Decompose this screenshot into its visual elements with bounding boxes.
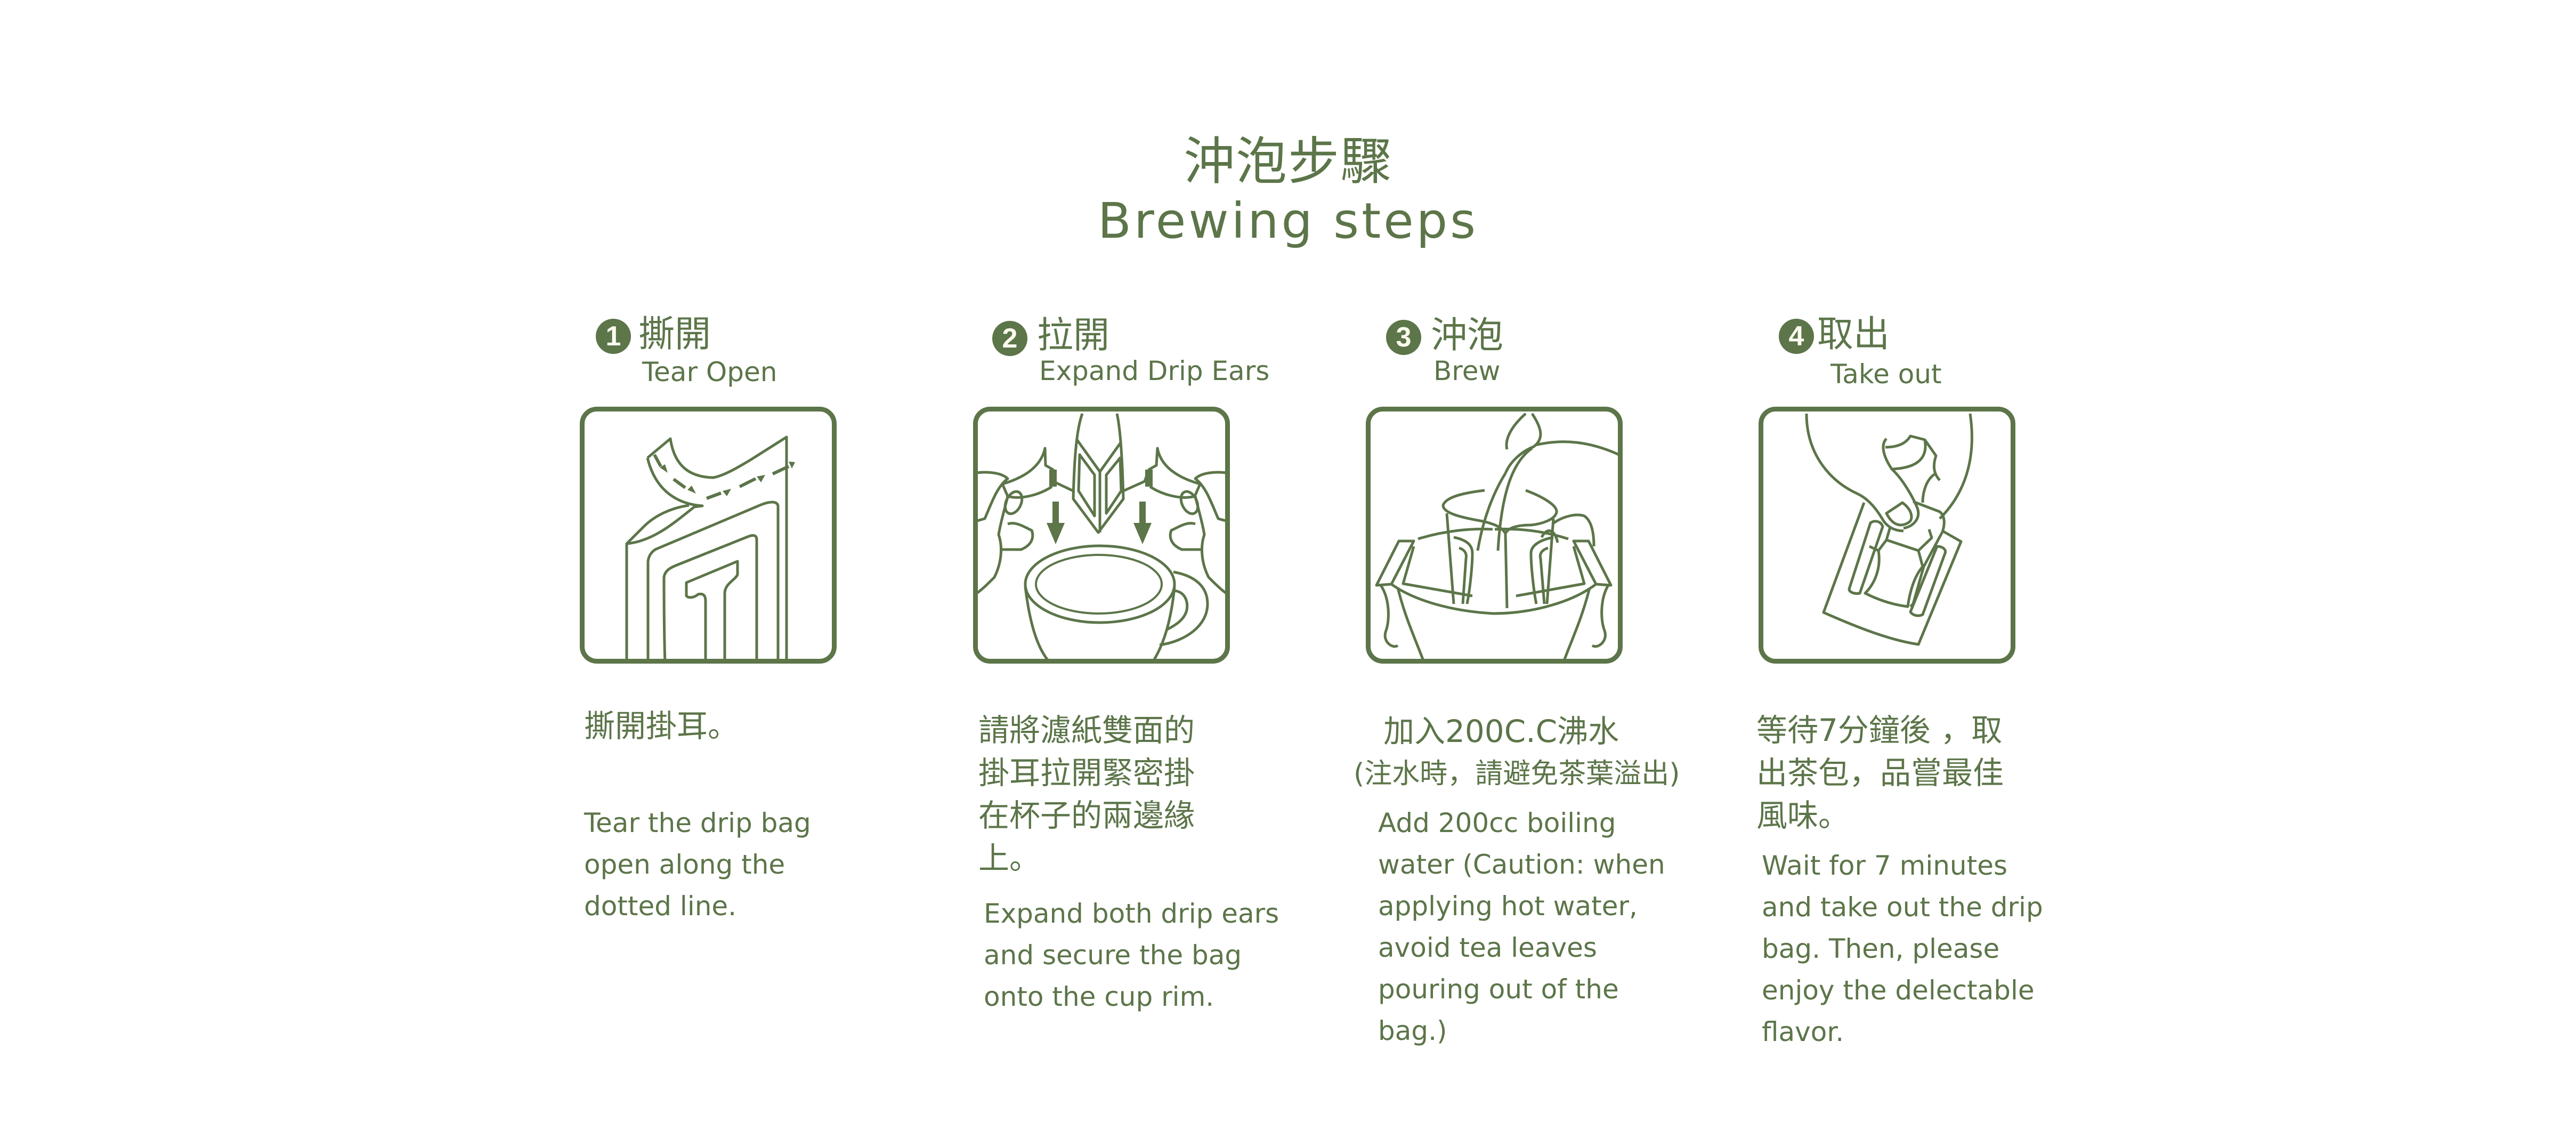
take-out-drip-bag-icon: [1759, 407, 2015, 664]
step-title-zh: 撕開: [638, 313, 711, 356]
step-title-en: Take out: [1830, 359, 1942, 390]
step-description-zh: 撕開掛耳。: [584, 708, 739, 744]
step-description-zh: 等待7分鐘後 ，取 出茶包，品嘗最佳 風味。: [1756, 712, 2004, 834]
step-number-badge: 4: [1779, 319, 1814, 354]
step-caution-note-zh: (注水時，請避免茶葉溢出): [1354, 758, 1680, 790]
step-title-zh: 取出: [1817, 313, 1890, 356]
step-description-zh: 請將濾紙雙面的 掛耳拉開緊密掛 在杯子的兩邊緣 上。: [978, 712, 1195, 876]
step-description-en: Expand both drip ears and secure the bag…: [984, 898, 1279, 1012]
pour-water-brew-icon: [1366, 407, 1623, 664]
step-title-zh: 沖泡: [1431, 314, 1504, 357]
step-description-en: Add 200cc boiling water (Caution: when a…: [1378, 808, 1665, 1046]
step-title-en: Brew: [1433, 356, 1501, 386]
step-number-badge: 3: [1386, 320, 1421, 355]
step-number-badge: 2: [992, 321, 1027, 356]
step-title-en: Expand Drip Ears: [1039, 356, 1270, 386]
step-title-en: Tear Open: [642, 357, 777, 388]
step-description-en: Wait for 7 minutes and take out the drip…: [1762, 850, 2043, 1047]
page-title-zh: 沖泡步驟: [1184, 132, 1392, 191]
expand-drip-ears-icon: [973, 407, 1230, 664]
step-description-zh: 加入200C.C沸水: [1383, 713, 1619, 749]
tear-open-drip-bag-icon: [580, 407, 837, 664]
step-number-badge: 1: [596, 319, 631, 354]
page-title-en: Brewing steps: [1097, 192, 1479, 249]
step-description-en: Tear the drip bag open along the dotted …: [584, 808, 811, 922]
step-title-zh: 拉開: [1037, 314, 1110, 357]
